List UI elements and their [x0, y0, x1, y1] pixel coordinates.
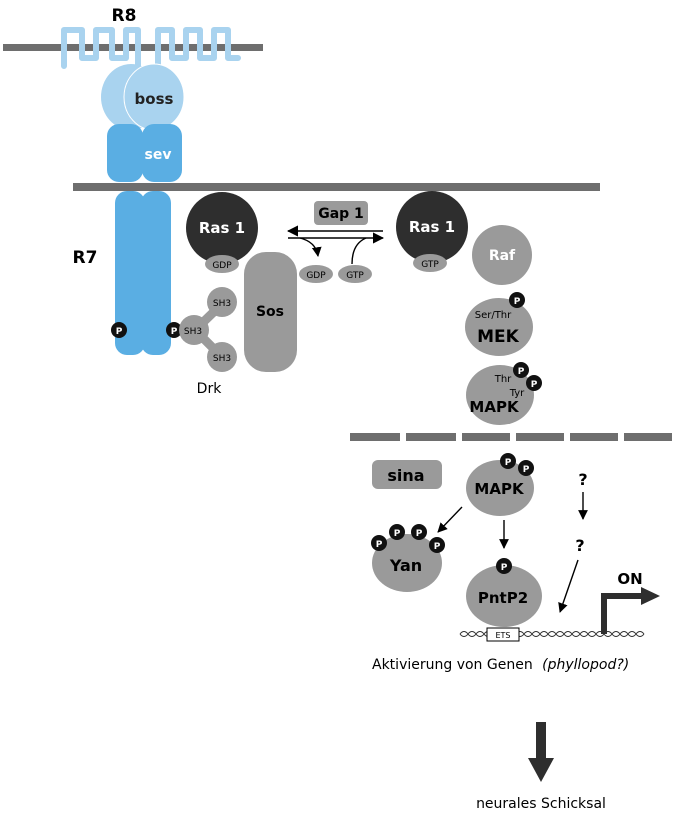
gtp-free: [338, 265, 372, 283]
sina-label: sina: [387, 466, 424, 485]
gene-activation-text: Aktivierung von Genen: [372, 657, 533, 673]
yan-phosphate-4-label: P: [434, 542, 441, 552]
fate-arrow-head: [528, 758, 554, 782]
mapk-tyr-label: Tyr: [509, 388, 525, 399]
yan: [372, 534, 442, 592]
gdp-bound: [205, 255, 239, 273]
sos-label: Sos: [256, 304, 284, 320]
neural-fate-caption: neurales Schicksal: [476, 796, 606, 812]
mapk-to-yan-arrow: [437, 506, 463, 533]
ras-gtp: [396, 191, 468, 263]
drk-sh3-left-label: SH3: [184, 327, 202, 337]
sev-left-phosphate-label: P: [116, 327, 123, 337]
mapk-cytoplasm-label: MAPK: [469, 398, 520, 416]
gtp-bound-label: GTP: [421, 260, 439, 270]
sos: [244, 252, 297, 372]
mek-phosphate: [509, 292, 525, 308]
question-mark-1: ?: [578, 470, 587, 489]
ets-site: [486, 627, 520, 642]
plasma-membrane: [73, 183, 600, 191]
yan-phosphate-1: [371, 535, 387, 551]
yan-phosphate-2-label: P: [394, 529, 401, 539]
gdp-free-label: GDP: [306, 271, 326, 281]
gene-name-text: (phyllopod?): [542, 657, 629, 673]
question-mark-2: ?: [575, 536, 584, 555]
mapk-nucleus-phosphate-1-label: P: [505, 458, 512, 468]
drk-label: Drk: [197, 381, 223, 397]
mapk-nucleus-label: MAPK: [474, 480, 525, 498]
gap1: [314, 201, 368, 225]
sev-extracellular-right: [142, 124, 182, 182]
mapk-thr-phosphate: [513, 362, 529, 378]
sev-right-phosphate: [166, 322, 182, 338]
transcription-start-arrowhead: [641, 587, 660, 605]
sina: [372, 460, 442, 489]
mek-sites-label: Ser/Thr: [475, 310, 512, 321]
mapk-nucleus-phosphate-2-label: P: [523, 465, 530, 475]
gdp-bound-label: GDP: [212, 261, 232, 271]
pntp2-phosphate: [496, 558, 512, 574]
gtp-free-label: GTP: [346, 271, 364, 281]
pntp2: [466, 565, 542, 627]
ras-gdp: [186, 192, 258, 264]
ras-gdp-label: Ras 1: [199, 219, 245, 237]
sev-right-phosphate-label: P: [171, 327, 178, 337]
mapk-thr-phosphate-label: P: [518, 367, 525, 377]
mapk-thr-label: Thr: [494, 374, 512, 385]
yan-phosphate-3-label: P: [416, 529, 423, 539]
fate-arrow-shaft: [536, 722, 546, 762]
raf: [472, 225, 532, 285]
on-label: ON: [617, 570, 642, 588]
r8-membrane: [3, 44, 263, 51]
sev-extracellular-left: [107, 124, 143, 182]
gtp-bound: [413, 254, 447, 272]
r8-label: R8: [112, 6, 137, 26]
sev-left-phosphate: [111, 322, 127, 338]
drk-sh3-top-label: SH3: [213, 299, 231, 309]
mek-label: MEK: [477, 327, 520, 347]
sev-label: sev: [145, 147, 172, 163]
pntp2-phosphate-label: P: [501, 563, 508, 573]
yan-phosphate-3: [411, 524, 427, 540]
mek-phosphate-label: P: [514, 297, 521, 307]
drk-sh3-left: [179, 315, 209, 345]
mek: [465, 298, 533, 356]
sev-intracellular-left: [115, 191, 145, 355]
drk-sh3-bottom: [207, 342, 237, 372]
gap1-label: Gap 1: [318, 206, 364, 222]
gdp-free: [299, 265, 333, 283]
raf-label: Raf: [489, 248, 516, 264]
gene-activation-caption: Aktivierung von Genen (phyllopod?): [372, 657, 629, 673]
yan-phosphate-4: [429, 537, 445, 553]
transcription-start-arrow: [601, 593, 643, 634]
gtp-binding-arrow: [351, 237, 367, 265]
ras-gtp-label: Ras 1: [409, 218, 455, 236]
mapk-nucleus-phosphate-2: [518, 460, 534, 476]
boss-label: boss: [135, 90, 174, 108]
question-arrow-2: [558, 559, 579, 613]
boss-transmembrane-loops: [61, 27, 241, 69]
gdp-release-arrow: [299, 237, 322, 257]
yan-phosphate-1-label: P: [376, 540, 383, 550]
pntp2-label: PntP2: [478, 589, 528, 607]
mapk-tyr-phosphate-label: P: [531, 380, 538, 390]
ets-label: ETS: [495, 631, 510, 640]
mapk-cytoplasm: [466, 365, 534, 425]
drk-sh3-top: [207, 287, 237, 317]
yan-phosphate-2: [389, 524, 405, 540]
mapk-nucleus: [466, 460, 534, 516]
yan-label: Yan: [389, 556, 422, 575]
drk-sh3-bottom-label: SH3: [213, 354, 231, 364]
mapk-tyr-phosphate: [526, 375, 542, 391]
nuclear-membrane: [350, 433, 672, 441]
sev-intracellular-right: [141, 191, 171, 355]
r7-label: R7: [73, 248, 98, 268]
mapk-nucleus-phosphate-1: [500, 453, 516, 469]
